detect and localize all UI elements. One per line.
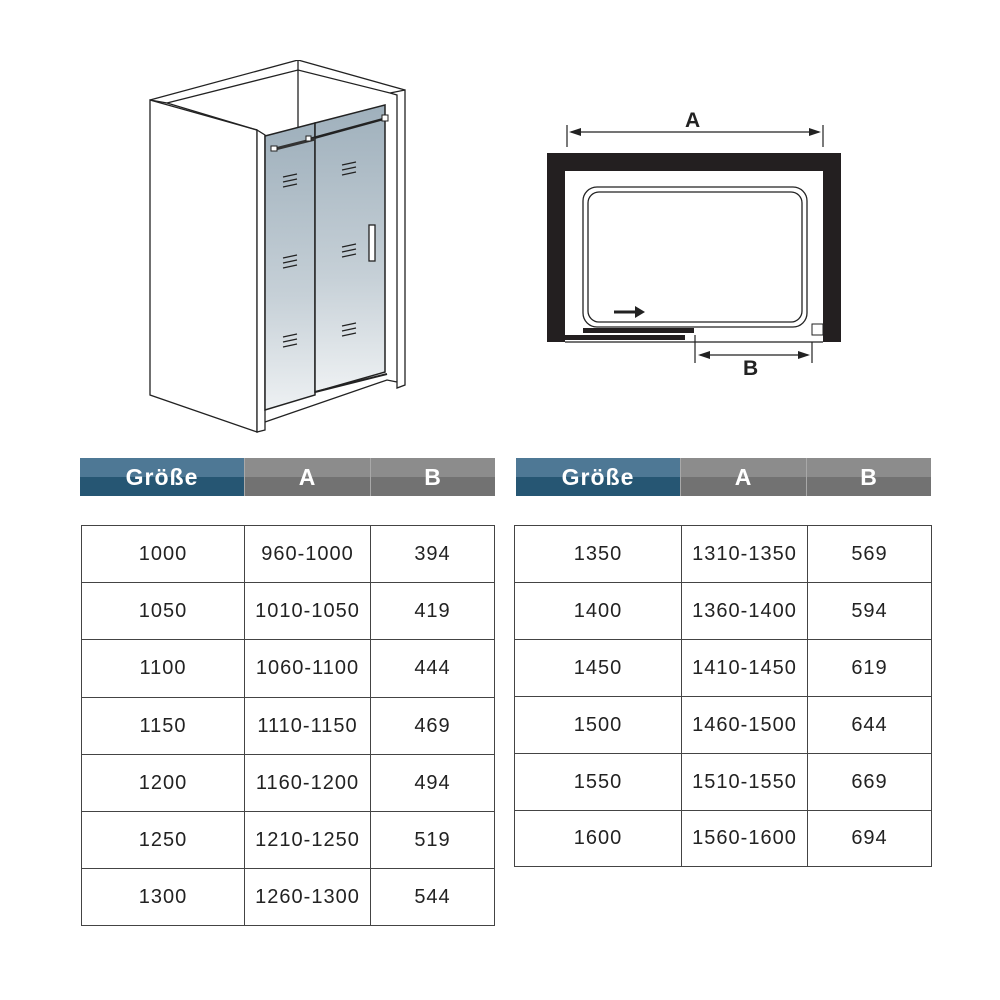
size-cell: 1300 bbox=[81, 868, 245, 926]
a-cell: 1160-1200 bbox=[244, 754, 371, 812]
right-table-header: Größe A B bbox=[516, 458, 931, 496]
size-cell: 1550 bbox=[514, 753, 682, 811]
b-cell: 494 bbox=[370, 754, 495, 812]
a-cell: 1410-1450 bbox=[681, 639, 808, 697]
b-cell: 544 bbox=[370, 868, 495, 926]
size-cell: 1250 bbox=[81, 811, 245, 869]
a-cell: 1360-1400 bbox=[681, 582, 808, 640]
a-cell: 1260-1300 bbox=[244, 868, 371, 926]
table-row: 1550 1510-1550 669 bbox=[514, 753, 932, 811]
table-row: 1350 1310-1350 569 bbox=[514, 525, 932, 583]
size-cell: 1450 bbox=[514, 639, 682, 697]
b-cell: 569 bbox=[807, 525, 932, 583]
table-row: 1450 1410-1450 619 bbox=[514, 639, 932, 697]
header-b: B bbox=[370, 458, 495, 496]
table-row: 1100 1060-1100 444 bbox=[81, 639, 495, 698]
table-row: 1000 960-1000 394 bbox=[81, 525, 495, 583]
size-cell: 1100 bbox=[81, 639, 245, 698]
a-cell: 1310-1350 bbox=[681, 525, 808, 583]
table-row: 1600 1560-1600 694 bbox=[514, 810, 932, 867]
header-b: B bbox=[806, 458, 931, 496]
size-cell: 1000 bbox=[81, 525, 245, 583]
b-cell: 594 bbox=[807, 582, 932, 640]
table-row: 1050 1010-1050 419 bbox=[81, 582, 495, 640]
right-size-table: 1350 1310-1350 569 1400 1360-1400 594 14… bbox=[514, 525, 932, 867]
header-a: A bbox=[244, 458, 370, 496]
size-cell: 1400 bbox=[514, 582, 682, 640]
b-cell: 519 bbox=[370, 811, 495, 869]
b-cell: 694 bbox=[807, 810, 932, 867]
a-cell: 1560-1600 bbox=[681, 810, 808, 867]
size-cell: 1600 bbox=[514, 810, 682, 867]
a-cell: 1460-1500 bbox=[681, 696, 808, 754]
table-row: 1250 1210-1250 519 bbox=[81, 811, 495, 869]
shower-plan-diagram: A B bbox=[545, 105, 855, 385]
a-cell: 1210-1250 bbox=[244, 811, 371, 869]
size-cell: 1150 bbox=[81, 697, 245, 755]
table-row: 1300 1260-1300 544 bbox=[81, 868, 495, 926]
a-cell: 1010-1050 bbox=[244, 582, 371, 640]
left-size-table: 1000 960-1000 394 1050 1010-1050 419 110… bbox=[81, 525, 495, 926]
b-cell: 469 bbox=[370, 697, 495, 755]
dimension-a-label: A bbox=[685, 109, 701, 132]
dimension-b-label: B bbox=[743, 357, 759, 380]
header-size: Größe bbox=[516, 458, 680, 496]
header-a: A bbox=[680, 458, 806, 496]
b-cell: 444 bbox=[370, 639, 495, 698]
a-cell: 1110-1150 bbox=[244, 697, 371, 755]
b-cell: 419 bbox=[370, 582, 495, 640]
a-cell: 1060-1100 bbox=[244, 639, 371, 698]
b-cell: 394 bbox=[370, 525, 495, 583]
size-cell: 1500 bbox=[514, 696, 682, 754]
a-cell: 1510-1550 bbox=[681, 753, 808, 811]
table-row: 1200 1160-1200 494 bbox=[81, 754, 495, 812]
size-cell: 1050 bbox=[81, 582, 245, 640]
table-row: 1500 1460-1500 644 bbox=[514, 696, 932, 754]
b-cell: 619 bbox=[807, 639, 932, 697]
b-cell: 669 bbox=[807, 753, 932, 811]
left-table-header: Größe A B bbox=[80, 458, 495, 496]
size-cell: 1200 bbox=[81, 754, 245, 812]
b-cell: 644 bbox=[807, 696, 932, 754]
shower-perspective-drawing bbox=[135, 60, 415, 440]
table-row: 1400 1360-1400 594 bbox=[514, 582, 932, 640]
table-row: 1150 1110-1150 469 bbox=[81, 697, 495, 755]
a-cell: 960-1000 bbox=[244, 525, 371, 583]
size-cell: 1350 bbox=[514, 525, 682, 583]
header-size: Größe bbox=[80, 458, 244, 496]
